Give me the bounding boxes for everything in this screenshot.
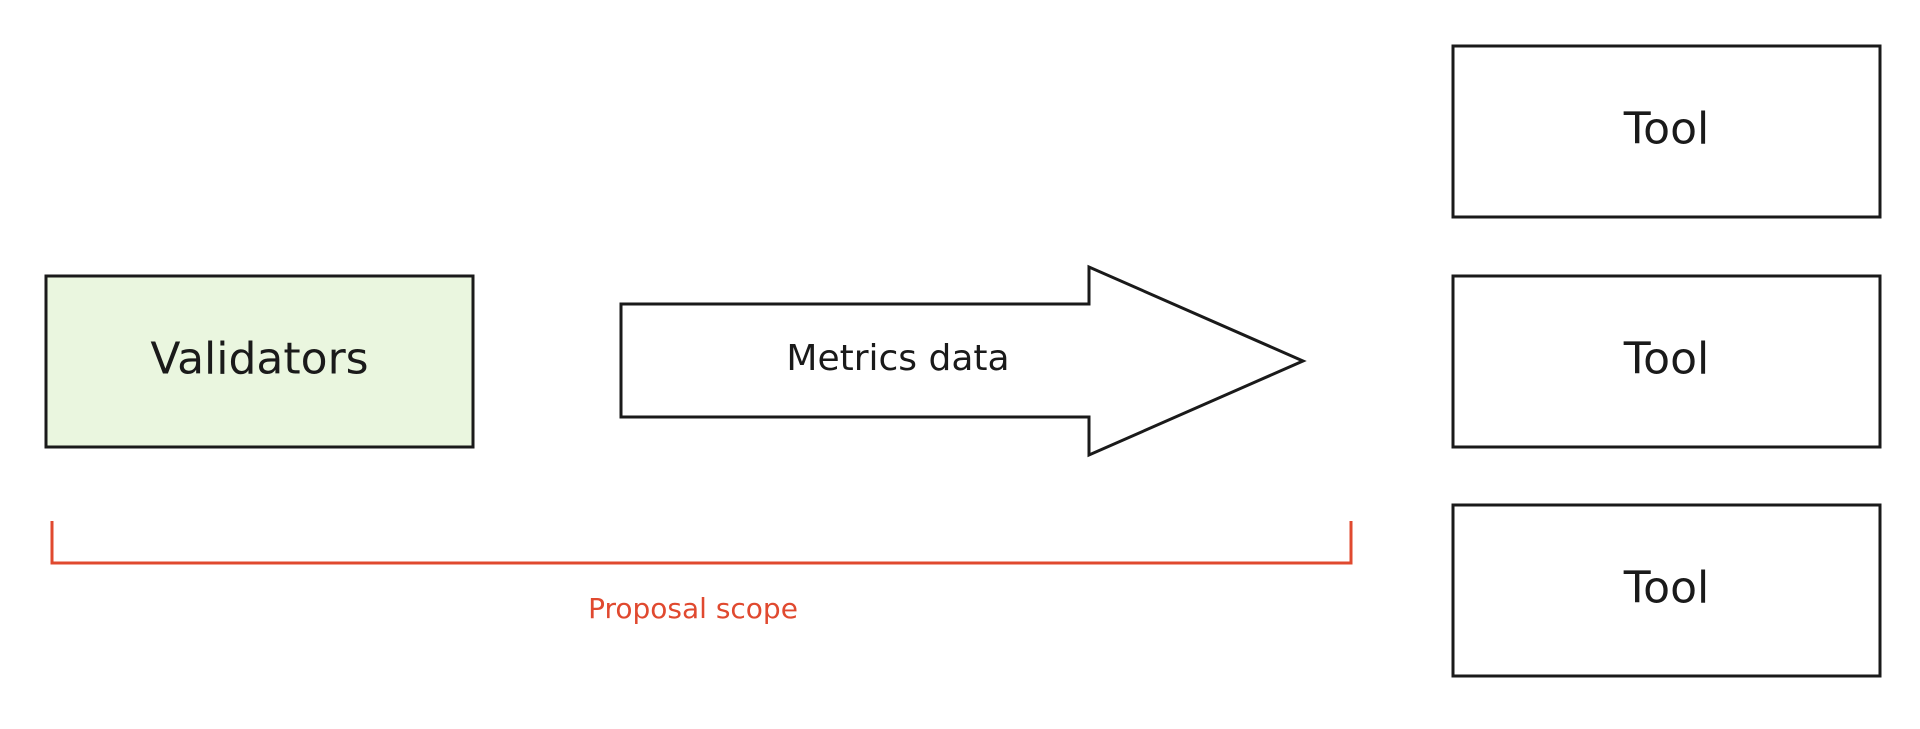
tool-node-3: Tool [1451, 503, 1882, 678]
tool-label: Tool [1623, 334, 1709, 385]
proposal-scope-label: Proposal scope [588, 592, 798, 625]
tool-node-1: Tool [1451, 44, 1882, 219]
tool-box [1451, 503, 1882, 678]
validators-node: Validators [44, 274, 475, 449]
metrics-data-label: Metrics data [786, 338, 1009, 379]
proposal-scope-bracket: Proposal scope [50, 521, 1353, 625]
scope-bracket-line [50, 521, 1353, 565]
tool-box [1451, 274, 1882, 449]
validators-box [44, 274, 475, 449]
validators-label: Validators [150, 334, 368, 385]
tool-node-2: Tool [1451, 274, 1882, 449]
block-arrow-shape [619, 264, 1307, 458]
tool-label: Tool [1623, 104, 1709, 155]
metrics-data-arrow: Metrics data [619, 264, 1307, 458]
tool-box [1451, 44, 1882, 219]
tool-label: Tool [1623, 563, 1709, 614]
